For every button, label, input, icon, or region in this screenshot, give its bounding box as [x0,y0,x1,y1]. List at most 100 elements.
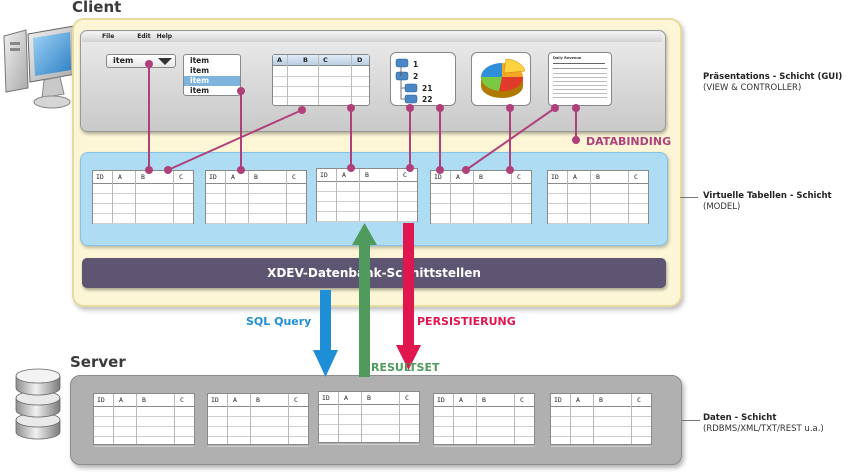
binding-dot [347,164,355,172]
presentation-layer-detail: (VIEW & CONTROLLER) [703,83,802,93]
column-header: B [596,173,600,181]
sql-query-arrow [313,290,338,377]
grid-header: C [323,56,328,64]
model-layer-label: Virtuelle Tabellen - Schicht (MODEL) [703,191,832,213]
report-widget[interactable]: Daily Revenue [548,52,612,106]
menu-file[interactable]: File [102,33,115,40]
tree-connectors [395,58,418,104]
combobox-value: item [113,56,134,65]
column-header: ID [320,171,328,179]
column-header: B [141,173,145,181]
combobox-widget[interactable]: item [106,54,176,68]
sql-query-label: SQL Query [246,315,312,328]
menu-edit[interactable]: Edit [137,33,151,40]
column-header: C [520,396,524,404]
column-header: C [292,173,296,181]
column-header: A [576,396,580,404]
column-header: B [142,396,146,404]
resultset-arrow [352,223,377,377]
column-header: B [365,171,369,179]
column-header: A [342,171,346,179]
data-leader-line [682,420,700,421]
column-header: ID [209,173,217,181]
presentation-layer-name: Präsentations - Schicht (GUI) [703,72,843,82]
virtual-table: ID A B C [316,168,418,222]
list-item-selected[interactable]: item [184,76,240,86]
virtual-table: ID A B C [547,170,649,224]
model-leader-line [680,197,698,198]
pie-chart-icon [480,58,526,98]
data-layer-detail: (RDBMS/XML/TXT/REST u.a.) [703,424,824,434]
menu-bar: File Edit Help [82,32,662,42]
grid-widget[interactable]: A B C D [272,54,370,106]
list-item[interactable]: item [190,56,210,65]
binding-dot [298,106,306,114]
column-header: A [459,396,463,404]
column-header: B [599,396,603,404]
binding-dot [506,166,514,174]
binding-dot [436,166,444,174]
column-header: C [294,396,298,404]
column-header: A [344,394,348,402]
column-header: ID [551,173,559,181]
binding-dot [572,104,580,112]
binding-dot [347,104,355,112]
column-header: A [233,396,237,404]
column-header: C [637,396,641,404]
column-header: A [231,173,235,181]
binding-dot [506,104,514,112]
column-header: C [405,394,409,402]
column-header: ID [437,396,445,404]
binding-dot [164,166,172,174]
data-layer-name: Daten - Schicht [703,413,777,423]
column-header: A [456,173,460,181]
data-layer-label: Daten - Schicht (RDBMS/XML/TXT/REST u.a.… [703,413,824,435]
column-header: B [482,396,486,404]
column-header: B [254,173,258,181]
column-header: A [573,173,577,181]
tree-node[interactable]: 21 [422,84,433,93]
column-header: ID [434,173,442,181]
column-header: C [403,171,407,179]
tree-node[interactable]: 22 [422,95,433,104]
tree-node[interactable]: 2 [413,72,419,81]
binding-dot [572,136,580,144]
databinding-line [465,107,556,171]
column-header: ID [211,396,219,404]
list-widget[interactable]: item item item item [183,54,241,96]
column-header: B [367,394,371,402]
column-header: C [517,173,521,181]
database-table: ID A B C [207,393,309,447]
binding-dot [406,164,414,172]
list-item[interactable]: item [190,86,210,95]
column-header: ID [97,396,105,404]
binding-dot [551,104,559,112]
computer-icon [3,25,77,109]
binding-dot [237,166,245,174]
list-item[interactable]: item [190,66,210,75]
report-title: Daily Revenue [553,56,582,60]
column-header: C [180,396,184,404]
presentation-layer-label: Präsentations - Schicht (GUI) (VIEW & CO… [703,72,842,94]
column-header: B [479,173,483,181]
virtual-table: ID A B C [430,170,532,224]
tree-node[interactable]: 1 [413,60,419,69]
database-icon [15,368,61,440]
chart-widget[interactable] [471,52,531,106]
persistierung-arrow [396,223,421,370]
menu-help[interactable]: Help [156,33,173,40]
column-header: C [634,173,638,181]
column-header: B [256,396,260,404]
binding-dot [436,104,444,112]
resultset-label: RESULTSET [371,361,440,374]
grid-header: A [277,56,283,64]
binding-dot [237,87,245,95]
grid-header: B [303,56,308,64]
client-title: Client [72,0,122,16]
grid-header: D [357,56,363,64]
tree-widget[interactable]: 1 2 21 22 [390,52,456,106]
